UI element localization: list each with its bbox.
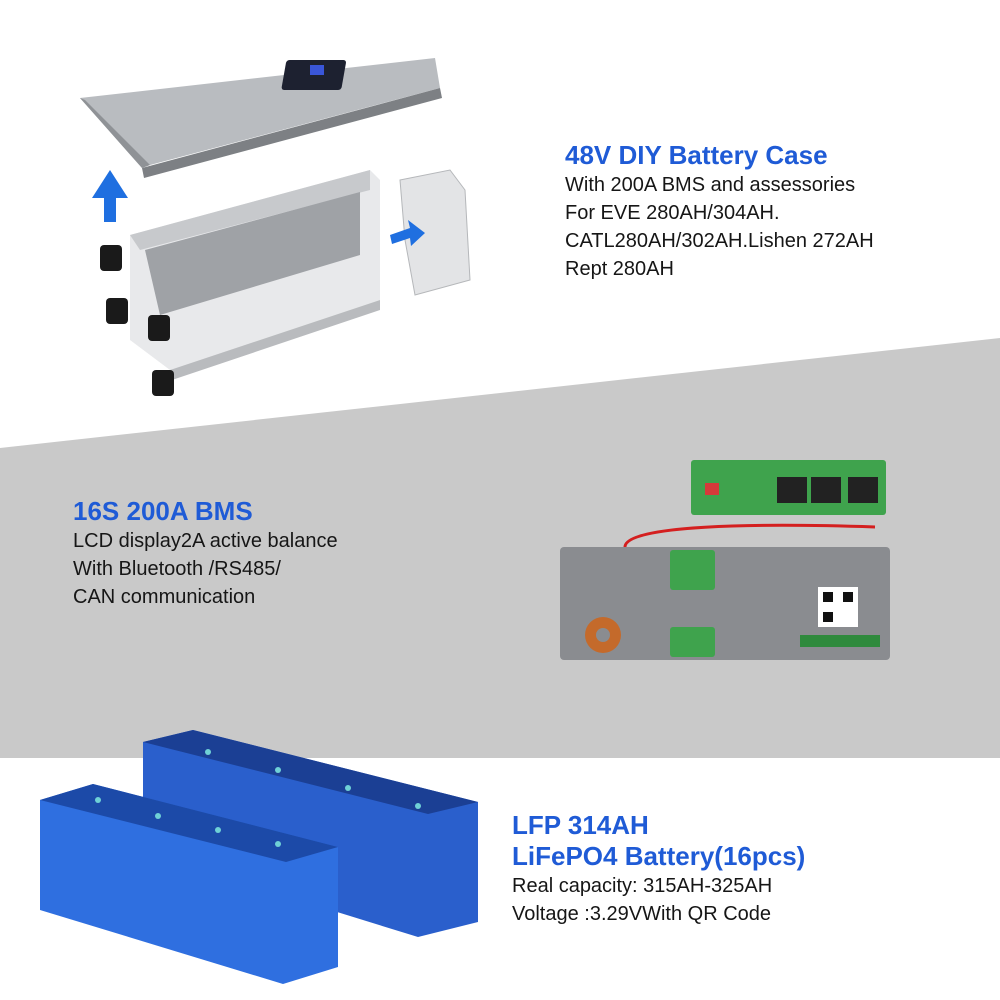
lfp-cells-image [40,730,478,984]
case-title: 48V DIY Battery Case [565,140,828,170]
battery-line: Voltage :3.29VWith QR Code [512,903,772,925]
case-line: Rept 280AH [565,258,674,280]
case-text-block: 48V DIY Battery Case With 200A BMS and a… [565,140,874,283]
case-line: For EVE 280AH/304AH. [565,202,780,224]
bms-line: CAN communication [73,586,256,608]
up-arrow-icon [92,170,128,222]
battery-subtitle: LiFePO4 Battery(16pcs) [512,841,806,871]
case-line: With 200A BMS and assessories [565,174,856,196]
bms-board-image [560,460,890,660]
battery-text-block: LFP 314AH LiFePO4 Battery(16pcs) Real ca… [512,810,805,928]
bms-line: LCD display2A active balance [73,530,338,552]
bms-text-block: 16S 200A BMS LCD display2A active balanc… [73,496,338,611]
bms-line: With Bluetooth /RS485/ [73,558,281,580]
battery-case-image [80,58,471,396]
battery-line: Real capacity: 315AH-325AH [512,875,773,897]
battery-title: LFP 314AH [512,810,649,840]
right-arrow-icon [390,220,425,246]
case-line: CATL280AH/302AH.Lishen 272AH [565,230,874,252]
bms-title: 16S 200A BMS [73,496,253,526]
